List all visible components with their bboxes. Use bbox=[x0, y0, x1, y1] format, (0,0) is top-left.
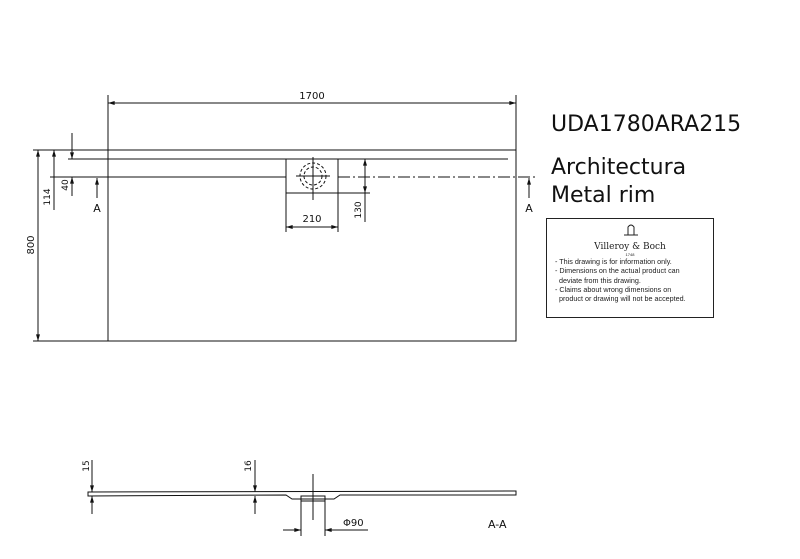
dim-edge-thickness: 15 bbox=[82, 460, 92, 471]
notice-line: - Dimensions on the actual product can bbox=[555, 266, 680, 276]
brand-since: 1748 bbox=[625, 252, 635, 258]
dim-114: 114 bbox=[43, 188, 53, 205]
brand-name: Villeroy & Boch bbox=[594, 242, 666, 252]
product-variant: Metal rim bbox=[551, 183, 655, 208]
product-code: UDA1780ARA215 bbox=[551, 112, 741, 137]
dim-drain-width: 210 bbox=[302, 214, 321, 225]
brand-logo-icon bbox=[624, 224, 638, 236]
section-view-label: A-A bbox=[488, 518, 507, 531]
notice-line: - This drawing is for information only. bbox=[555, 257, 672, 267]
section-marker-left: A bbox=[93, 202, 101, 215]
dim-length: 1700 bbox=[299, 91, 324, 102]
dim-40: 40 bbox=[61, 179, 71, 191]
notice-line: product or drawing will not be accepted. bbox=[555, 294, 686, 304]
section-view: Φ90 15 16 A-A bbox=[82, 460, 517, 536]
top-view: 1700 800 114 40 210 130 A A bbox=[26, 91, 535, 342]
section-marker-right: A bbox=[525, 202, 533, 215]
title-block: UDA1780ARA215 Architectura Metal rim bbox=[551, 112, 741, 208]
product-series: Architectura bbox=[551, 155, 686, 180]
notice-line: - Claims about wrong dimensions on bbox=[555, 284, 672, 294]
dim-drain-depth: 130 bbox=[354, 201, 364, 218]
disclaimer-box: Villeroy & Boch 1748 - This drawing is f… bbox=[546, 218, 714, 318]
dim-mid-thickness: 16 bbox=[244, 460, 254, 472]
notice-line: deviate from this drawing. bbox=[555, 275, 641, 285]
dim-width: 800 bbox=[26, 235, 37, 254]
dim-drain-diameter: Φ90 bbox=[343, 518, 364, 529]
drain-channel bbox=[285, 157, 339, 200]
